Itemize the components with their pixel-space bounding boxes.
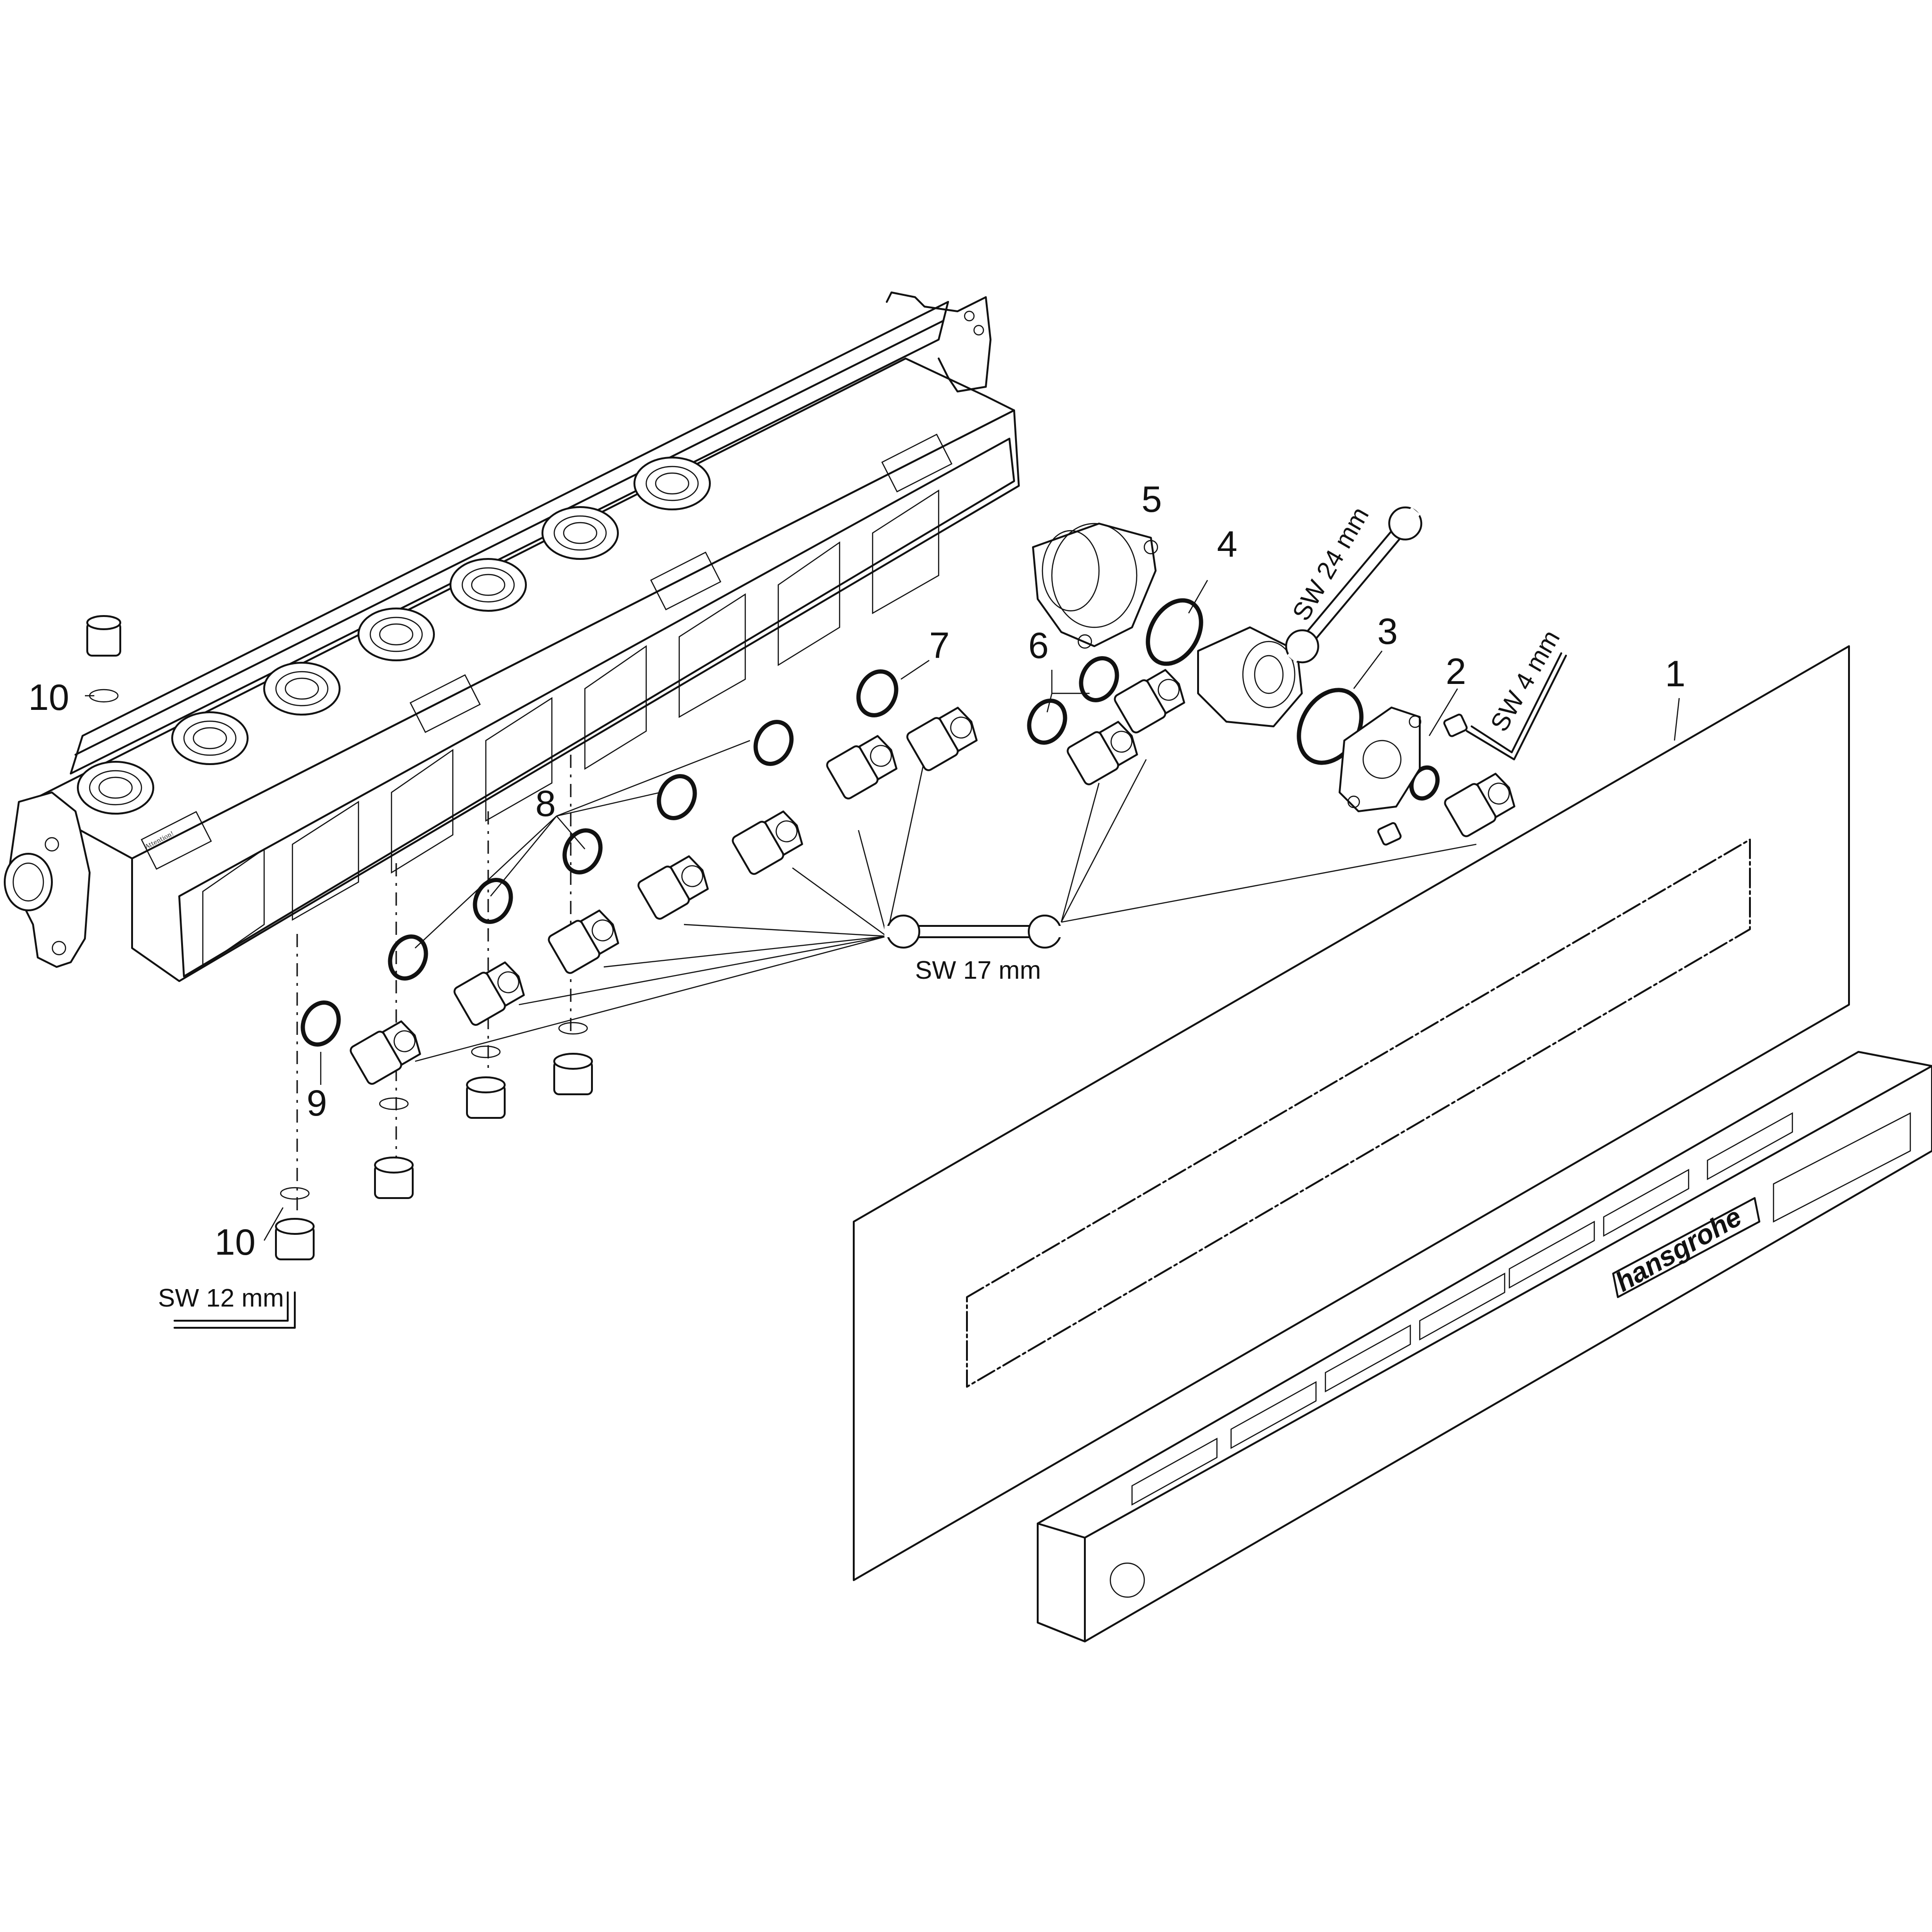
o-ring xyxy=(473,878,513,924)
plug xyxy=(553,1022,593,1095)
outlet-boss xyxy=(263,662,341,716)
fitting xyxy=(350,1020,421,1085)
fittings xyxy=(350,669,1516,1085)
part-label-1: 1 xyxy=(1665,653,1685,694)
fitting xyxy=(1114,669,1185,733)
leader-lines xyxy=(85,580,1680,1241)
part-label-2: 2 xyxy=(1446,650,1466,692)
outlet-boss xyxy=(450,558,527,612)
part-number-labels: 1 2 3 4 5 6 7 8 9 10 10 xyxy=(28,478,1685,1263)
wrench-sw17-icon xyxy=(884,915,1064,949)
assembly-center-lines xyxy=(296,755,572,1212)
part-label-4: 4 xyxy=(1217,523,1237,565)
outlet-boss xyxy=(171,711,249,765)
part-label-7: 7 xyxy=(929,625,949,666)
finish-set-cover: hansgrohe xyxy=(1037,1051,1932,1642)
part-1-template-plate xyxy=(853,645,1850,1581)
fitting xyxy=(548,909,619,974)
o-ring xyxy=(657,774,697,820)
fitting xyxy=(826,735,898,799)
outlet-boss xyxy=(541,506,619,560)
part-label-3: 3 xyxy=(1377,610,1398,652)
tool-label-sw12: SW 12 mm xyxy=(158,1284,284,1312)
o-ring xyxy=(1027,699,1067,745)
basic-body-manifold: Attention! xyxy=(4,291,1020,982)
outlet-boss xyxy=(633,457,711,510)
part-label-9: 9 xyxy=(307,1082,327,1124)
part-label-5: 5 xyxy=(1141,478,1162,520)
part-label-6: 6 xyxy=(1028,625,1049,666)
box-interior-ribs xyxy=(202,489,940,968)
part-2-flange xyxy=(1339,707,1422,812)
cartridge-assembly xyxy=(1032,523,1468,846)
o-ring xyxy=(1079,656,1119,702)
outlet-boss xyxy=(358,608,435,661)
fitting xyxy=(1066,721,1138,785)
part-label-10-top: 10 xyxy=(28,676,69,718)
o-ring xyxy=(562,828,603,874)
hex-key-sw4-icon xyxy=(1466,652,1567,760)
plugs xyxy=(86,615,593,1260)
plug xyxy=(86,615,121,703)
fitting xyxy=(453,961,525,1026)
part-3-cartridge xyxy=(1197,626,1303,727)
o-ring xyxy=(1146,598,1203,666)
screws xyxy=(1377,714,1468,846)
fitting xyxy=(906,707,978,771)
o-ring xyxy=(856,669,899,717)
part-5-housing xyxy=(1032,523,1158,649)
o-ring xyxy=(753,720,794,766)
tool-label-sw17: SW 17 mm xyxy=(915,956,1041,984)
o-ring xyxy=(300,1000,341,1047)
fitting xyxy=(732,810,803,875)
part-label-8: 8 xyxy=(535,783,556,824)
plug xyxy=(275,1187,315,1260)
finish-set-segments xyxy=(1131,1112,1793,1506)
plug xyxy=(374,1097,414,1199)
plug xyxy=(466,1045,506,1119)
part-label-10-bottom: 10 xyxy=(215,1221,256,1263)
outlet-bosses xyxy=(77,457,711,815)
hex-key-sw12-icon xyxy=(174,1291,296,1329)
outlet-boss xyxy=(77,761,154,815)
left-end-bracket xyxy=(4,791,91,968)
o-ring xyxy=(388,934,428,981)
wrench-sw24-icon xyxy=(1285,506,1423,664)
fitting xyxy=(637,855,709,920)
fitting xyxy=(1444,773,1516,837)
